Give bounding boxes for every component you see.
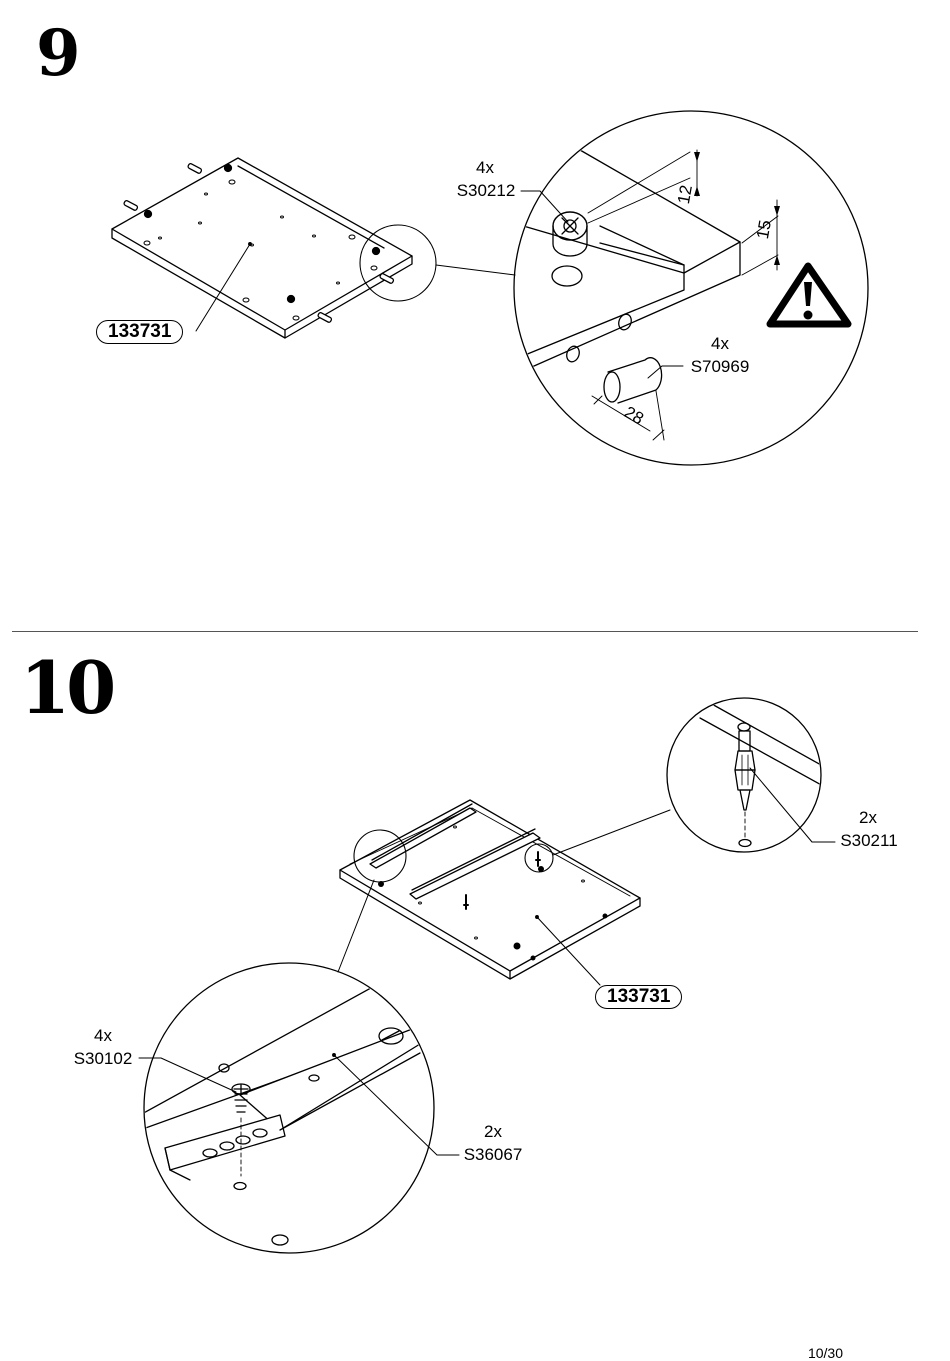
step10-detail-circle-top — [666, 697, 836, 853]
step10-panel — [337, 799, 671, 986]
step9-callout-dowel-qty: 4x — [711, 334, 729, 353]
step-10-number: 10 — [20, 645, 116, 730]
step9-detail-circle — [513, 110, 869, 466]
step9-callout-cam-qty: 4x — [476, 158, 494, 177]
step9-callout-cam-code: S30212 — [456, 181, 516, 200]
step10-callout-rail-qty: 2x — [484, 1122, 502, 1141]
step10-detail-circle-bottom — [138, 962, 460, 1254]
step10-callout-rail-code: S36067 — [463, 1145, 523, 1164]
step-9-number: 9 — [36, 16, 81, 91]
step10-callout-bolt-qty: 2x — [859, 808, 877, 827]
step9-panel — [111, 157, 516, 339]
step10-callout-screw-qty: 4x — [94, 1026, 112, 1045]
dimension-15: 15 — [753, 218, 775, 241]
step10-part-label: 133731 — [595, 985, 683, 1009]
step9-part-label: 133731 — [96, 320, 184, 344]
page-number: 10/30 — [807, 1345, 843, 1361]
warning-triangle-icon — [766, 262, 852, 328]
step10-callout-bolt-code: S30211 — [840, 831, 898, 850]
step-divider — [12, 631, 918, 632]
dimension-12: 12 — [674, 183, 696, 206]
step10-callout-screw-code: S30102 — [73, 1049, 133, 1068]
step9-callout-dowel-code: S70969 — [690, 357, 750, 376]
